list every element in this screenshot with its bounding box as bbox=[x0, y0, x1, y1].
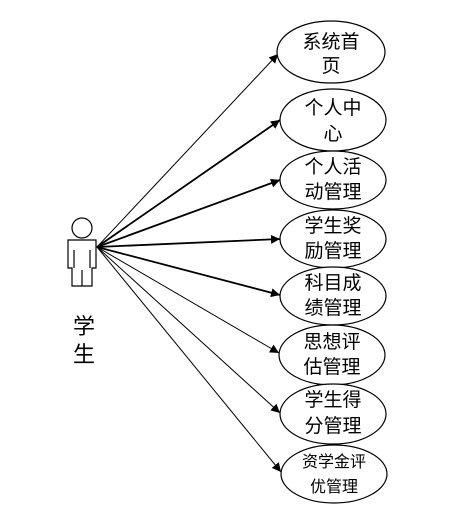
use-case-label-line1: 科目成 bbox=[304, 272, 361, 294]
actor-label-line2: 生 bbox=[73, 343, 95, 368]
use-case-personal-center[interactable]: 个人中 心 bbox=[279, 88, 387, 152]
use-case-grade-management[interactable]: 科目成 绩管理 bbox=[279, 266, 387, 326]
use-case-label-line2: 页 bbox=[321, 55, 340, 77]
use-case-label-line1: 思想评 bbox=[303, 331, 360, 353]
association-arrow-ideology-assessment bbox=[96, 246, 280, 354]
use-case-label-line1: 个人中 bbox=[304, 97, 361, 119]
use-case-label-line1: 个人活 bbox=[304, 156, 361, 178]
use-case-label-line2: 心 bbox=[323, 123, 342, 145]
association-arrow-score-management bbox=[96, 246, 281, 414]
associations bbox=[96, 53, 282, 473]
use-case-label-line1: 学生奖 bbox=[304, 215, 361, 237]
actor-student-icon bbox=[67, 217, 97, 287]
use-case-label-line2: 动管理 bbox=[304, 181, 361, 203]
use-case-label-line1: 学生得 bbox=[304, 389, 361, 411]
actor-label-line1: 学 bbox=[73, 315, 95, 340]
use-case-system-home[interactable]: 系统首 页 bbox=[276, 20, 386, 84]
use-case-label-line1: 资学金评 bbox=[302, 452, 366, 471]
use-case-label-line2: 分管理 bbox=[304, 415, 361, 437]
association-arrow-personal-center bbox=[96, 119, 281, 248]
association-arrow-scholarship-management bbox=[96, 246, 282, 473]
use-case-score-management[interactable]: 学生得 分管理 bbox=[279, 383, 387, 445]
association-arrow-grade-management bbox=[96, 246, 281, 298]
use-case-label-line1: 系统首 bbox=[302, 31, 359, 53]
use-case-label-line2: 优管理 bbox=[310, 477, 358, 496]
association-arrow-system-home bbox=[96, 53, 279, 248]
use-case-activity-management[interactable]: 个人活 动管理 bbox=[279, 150, 387, 210]
use-case-reward-management[interactable]: 学生奖 励管理 bbox=[279, 209, 387, 269]
use-case-label-line2: 励管理 bbox=[304, 240, 361, 262]
association-arrow-reward-management bbox=[96, 234, 281, 248]
use-case-ideology-assessment[interactable]: 思想评 估管理 bbox=[278, 324, 386, 386]
use-case-label-line2: 估管理 bbox=[303, 356, 360, 378]
use-case-scholarship-management[interactable]: 资学金评 优管理 bbox=[280, 444, 388, 504]
use-case-label-line2: 绩管理 bbox=[304, 297, 361, 319]
association-arrow-activity-management bbox=[96, 178, 281, 248]
